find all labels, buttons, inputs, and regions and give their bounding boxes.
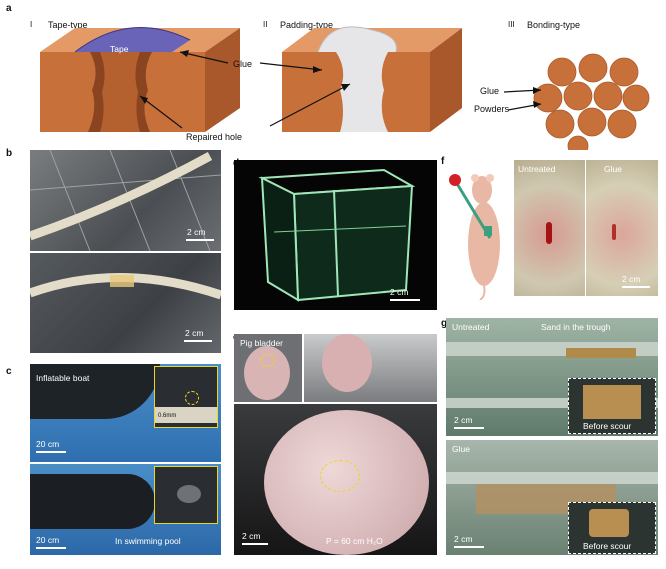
inset-before-scour: Before scour bbox=[568, 378, 656, 434]
scale-label: 2 cm bbox=[390, 287, 409, 297]
repaired-hole-label: Repaired hole bbox=[186, 132, 243, 142]
untreated-label: Untreated bbox=[518, 164, 556, 174]
block-tape-type bbox=[40, 27, 240, 132]
photo-g-bottom: Glue Before scour 2 cm bbox=[446, 440, 658, 555]
title-bonding-type: Bonding-type bbox=[527, 20, 581, 30]
panel-letter-g: g bbox=[441, 318, 448, 329]
photo-b-bottom: 2 cm bbox=[30, 253, 221, 353]
scale-label: 20 cm bbox=[36, 535, 60, 545]
defect-circle bbox=[320, 460, 360, 492]
wound bbox=[612, 224, 616, 240]
photo-e-top-left: Pig bladder bbox=[234, 334, 302, 402]
defect-circle bbox=[260, 354, 275, 367]
scale-label: 2 cm bbox=[454, 534, 473, 544]
photo-e-bottom: 2 cm P = 60 cm H₂O bbox=[234, 404, 437, 555]
photo-d: 2 cm bbox=[234, 160, 437, 310]
inset-closeup bbox=[154, 466, 218, 524]
panel-letter-f: f bbox=[441, 156, 445, 167]
boat-shape bbox=[30, 474, 155, 529]
sand-strip bbox=[566, 348, 636, 358]
title-padding-type: Padding-type bbox=[280, 20, 334, 30]
photo-f-glue: Glue 2 cm bbox=[586, 160, 658, 296]
glue-label-iii: Glue bbox=[480, 86, 500, 96]
scale-label: 2 cm bbox=[242, 531, 261, 541]
roman-iii: III bbox=[508, 20, 515, 29]
pipe-drawing bbox=[30, 273, 221, 300]
glue-label: Glue bbox=[233, 59, 253, 69]
glue-patch bbox=[177, 485, 201, 503]
before-scour-label: Before scour bbox=[583, 541, 632, 551]
roman-i: I bbox=[30, 20, 33, 29]
photo-f-untreated: Untreated bbox=[514, 160, 585, 296]
scale-label: 2 cm bbox=[185, 328, 204, 338]
sand-pile bbox=[589, 509, 629, 537]
scale-label: 20 cm bbox=[36, 439, 60, 449]
scale-bar bbox=[454, 546, 484, 548]
in-swimming-pool-label: In swimming pool bbox=[115, 536, 181, 546]
mouse-illustration bbox=[449, 174, 500, 300]
wound bbox=[546, 222, 552, 244]
scale-bar bbox=[36, 547, 66, 549]
sand-in-trough-label: Sand in the trough bbox=[541, 322, 611, 332]
untreated-label: Untreated bbox=[452, 322, 490, 332]
trough-edge bbox=[446, 472, 658, 484]
powders-label: Powders bbox=[474, 104, 510, 114]
bonding-powders bbox=[533, 53, 650, 150]
photo-e-top-right bbox=[304, 334, 437, 402]
photo-c-bottom: 20 cm In swimming pool bbox=[30, 464, 221, 555]
tape-label: Tape bbox=[110, 44, 129, 54]
glass-box-drawing bbox=[258, 168, 416, 302]
ruler-label: 0.6mm bbox=[158, 413, 177, 419]
panel-letter-c: c bbox=[6, 366, 12, 377]
sand-pile bbox=[583, 385, 641, 419]
glue-label: Glue bbox=[452, 444, 470, 454]
scale-bar bbox=[242, 543, 268, 545]
scale-bar bbox=[184, 340, 212, 342]
scale-bar bbox=[622, 286, 650, 288]
scale-label: 2 cm bbox=[622, 274, 641, 284]
bladder bbox=[322, 334, 372, 392]
photo-g-top: Untreated Sand in the trough Before scou… bbox=[446, 318, 658, 436]
photo-c-top: Inflatable boat 0.6mm 20 cm bbox=[30, 364, 221, 462]
photo-b-top: 2 cm bbox=[30, 150, 221, 251]
pressure-label: P = 60 cm H₂O bbox=[326, 536, 383, 546]
pig-bladder-label: Pig bladder bbox=[240, 338, 284, 348]
glue-label: Glue bbox=[604, 164, 622, 174]
roman-ii: II bbox=[263, 20, 268, 29]
scale-bar bbox=[186, 239, 214, 241]
scale-bar bbox=[454, 427, 484, 429]
title-tape-type: Tape-type bbox=[48, 20, 88, 30]
defect-circle bbox=[185, 391, 199, 405]
scale-label: 2 cm bbox=[454, 415, 473, 425]
inset-before-scour: Before scour bbox=[568, 502, 656, 554]
ruler bbox=[155, 407, 217, 423]
inset-closeup: 0.6mm bbox=[154, 366, 218, 428]
panel-a-illustration bbox=[40, 26, 650, 150]
scale-bar bbox=[390, 299, 420, 301]
block-padding-type bbox=[282, 26, 462, 132]
panel-letter-b: b bbox=[6, 148, 13, 159]
inflatable-boat-label: Inflatable boat bbox=[36, 373, 90, 383]
scale-label: 2 cm bbox=[187, 227, 206, 237]
pipe-drawing bbox=[30, 150, 221, 251]
panel-letter-a: a bbox=[6, 3, 12, 14]
before-scour-label: Before scour bbox=[583, 421, 632, 431]
scale-bar bbox=[36, 451, 66, 453]
trough-edge bbox=[446, 398, 658, 408]
